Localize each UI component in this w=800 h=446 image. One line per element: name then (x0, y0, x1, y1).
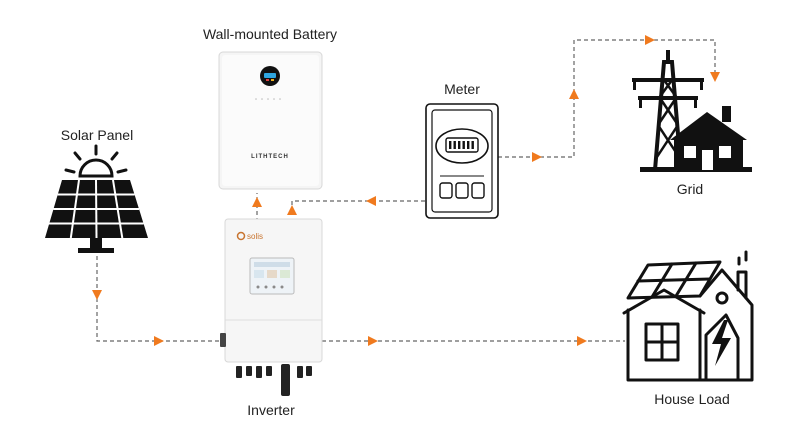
solar-panel-icon (45, 144, 148, 253)
inverter-side-connector (220, 333, 226, 347)
battery-brand: LITHTECH (251, 154, 289, 160)
label-inverter: Inverter (247, 402, 295, 418)
arrow-right-solar (154, 336, 164, 346)
lightning-bolt-icon (712, 320, 731, 366)
labels: Wall-mounted Battery Solar Panel Meter G… (61, 26, 730, 418)
battery-unit: LITHTECH (218, 51, 323, 190)
arrow-down-solar (92, 290, 102, 300)
label-grid: Grid (677, 181, 703, 197)
arrow-right-meter (532, 152, 542, 162)
arrow-up-inverter (287, 205, 297, 215)
flow-arrows (92, 35, 720, 346)
flow-meter-to-grid (498, 39, 716, 158)
smart-house-icon (622, 250, 754, 382)
arrow-up-battery (252, 197, 262, 207)
arrow-up-grid (569, 89, 579, 99)
arrow-right-grid (645, 35, 655, 45)
flow-inverter-to-meter (291, 200, 426, 212)
flow-lines (96, 39, 716, 342)
inverter-unit: solis (220, 218, 323, 396)
label-battery: Wall-mounted Battery (203, 26, 337, 42)
flow-solar-to-inverter (96, 256, 222, 342)
arrow-right-house-2 (577, 336, 587, 346)
solis-logo-icon (236, 231, 246, 241)
label-solar: Solar Panel (61, 127, 133, 143)
arrow-left-meter (366, 196, 376, 206)
grid-house-icon (670, 106, 747, 170)
label-house: House Load (654, 391, 730, 407)
arrow-down-grid (710, 72, 720, 82)
inverter-bottom-connectors (236, 364, 312, 396)
arrow-right-house-1 (368, 336, 378, 346)
inverter-brand: solis (247, 232, 263, 241)
label-meter: Meter (444, 81, 480, 97)
electric-meter-icon (425, 103, 499, 219)
